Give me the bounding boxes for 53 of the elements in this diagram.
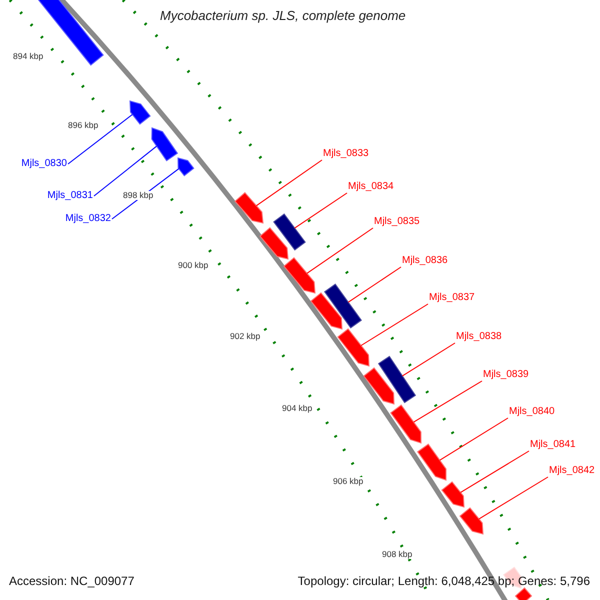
gene-label: Mjls_0834 [348,182,394,192]
leader-line [360,304,428,346]
diagram-title: Mycobacterium sp. JLS, complete genome [160,9,406,22]
gene-feature [417,444,446,481]
gene-feature [378,356,416,404]
scale-tick-label: 896 kbp [67,121,100,130]
gene-label: Mjls_0832 [65,214,111,224]
gene-label: Mjls_0839 [483,370,529,380]
gene-feature [324,284,362,328]
gene-label: Mjls_0835 [374,217,420,227]
scale-tick-label: 898 kbp [122,191,154,200]
gene-label: Mjls_0831 [47,191,93,201]
scale-tick-label: 908 kbp [381,550,414,558]
gene-label: Mjls_0836 [402,256,448,266]
leader-line [478,476,548,520]
gene-label: Mjls_0837 [429,293,475,303]
gene-feature [390,404,422,444]
leader-line [348,266,402,303]
scale-tick-label: 902 kbp [229,332,262,340]
leader-line [439,418,508,461]
gene-label: Mjls_0830 [21,159,67,169]
gene-label: Mjls_0833 [323,149,369,159]
gene-feature [129,100,151,125]
leader-line [413,380,482,423]
gene-label: Mjls_0842 [549,466,595,476]
gene-label: Mjls_0838 [456,332,502,342]
gene-feature [441,481,465,508]
gene-feature [310,292,343,330]
gene-feature [259,227,289,260]
gene-feature [177,157,194,176]
leader-line [68,114,133,164]
leader-line [94,146,158,196]
gene-feature [337,328,370,367]
leader-line [294,192,348,229]
gene-feature [283,257,316,294]
gene-feature [459,507,484,535]
gene-label: Mjls_0841 [530,440,576,450]
gene-label: Mjls_0840 [509,407,555,417]
scale-tick-label: 906 kbp [332,477,364,486]
scale-tick-label: 900 kbp [177,261,210,270]
gene-feature [234,192,264,224]
leader-line [306,228,374,274]
gene-feature [514,587,532,600]
scale-tick-label: 894 kbp [12,52,44,60]
gene-feature [151,127,178,162]
leader-line [460,450,530,493]
leader-line [402,342,456,376]
accession-note: Accession: NC_009077 [9,575,134,587]
gene-feature [363,367,395,405]
scale-tick-label: 904 kbp [281,404,314,412]
genome-summary-note: Topology: circular; Length: 6,048,425 bp; Genes: 5,796 [298,575,590,587]
gene-feature [273,213,306,251]
leader-line [256,160,322,206]
